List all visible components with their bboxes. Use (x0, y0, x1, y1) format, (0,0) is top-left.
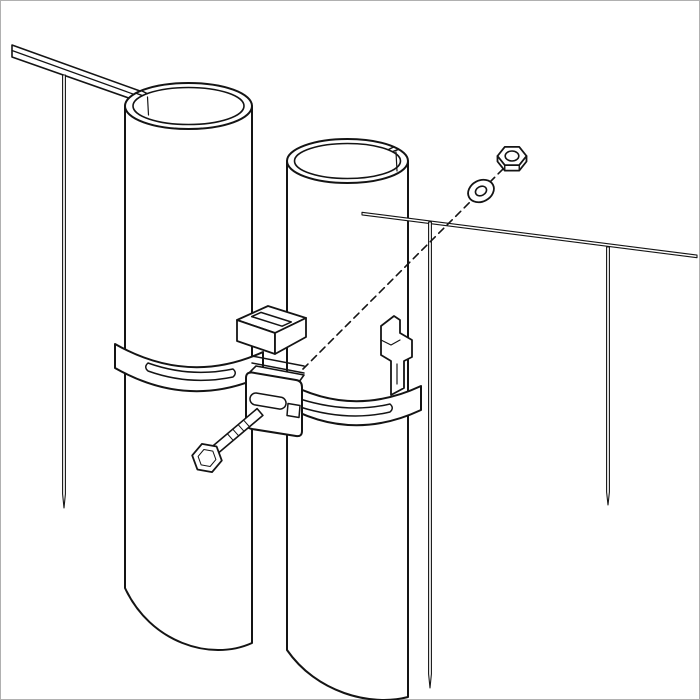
block-side-face (274, 317, 307, 355)
left-post-rim-front (124, 105, 253, 130)
left-fence-wire: Left fence wire (62, 74, 66, 509)
bolt-threads (227, 419, 250, 441)
wire (62, 74, 66, 509)
far-fence-wire: Far vertical fence wire (606, 246, 610, 506)
bracket-plate (245, 371, 303, 438)
wire (361, 211, 698, 259)
horizontal-fence-wire: Horizontal fence wire (361, 211, 698, 259)
bolt-head-chamfer (197, 449, 217, 467)
washer: Washer (467, 178, 495, 204)
clamp-lock-block: Clamp lock block (236, 305, 307, 355)
right-post-rim-front (286, 160, 409, 184)
left-post-seam (146, 96, 150, 116)
band-latch: Band latch (380, 315, 413, 396)
hex-nut: Hex nut (496, 146, 528, 172)
bolt-head (191, 443, 223, 473)
wire (606, 246, 610, 506)
line-drawing: Top rail Left fence wire Right round pos… (11, 44, 698, 700)
right-post-slot-ticks (387, 146, 400, 153)
bracket-square-hole (286, 402, 301, 419)
left-post-slot-ticks (135, 89, 148, 97)
latch-details (380, 339, 401, 385)
right-post-seam (395, 151, 398, 172)
washer-hole (474, 185, 488, 197)
block-slot (250, 311, 293, 327)
left-post-rim-inner (132, 86, 245, 126)
near-fence-wire: Near vertical fence wire (428, 221, 432, 689)
strap-lines (251, 355, 305, 374)
latch-outline (380, 315, 413, 396)
nut-bore (504, 150, 520, 162)
rail-edge-line (11, 49, 141, 98)
wire (428, 221, 432, 689)
connecting-strap: Connecting strap (251, 355, 305, 374)
right-post-rim-inner (293, 142, 402, 180)
band-slot (145, 362, 236, 382)
hex-bolt: Hex head bolt (191, 407, 264, 473)
bracket-slot (249, 392, 287, 410)
center-bracket: Center connector bracket (245, 365, 305, 438)
nut-side-edges (504, 164, 520, 172)
